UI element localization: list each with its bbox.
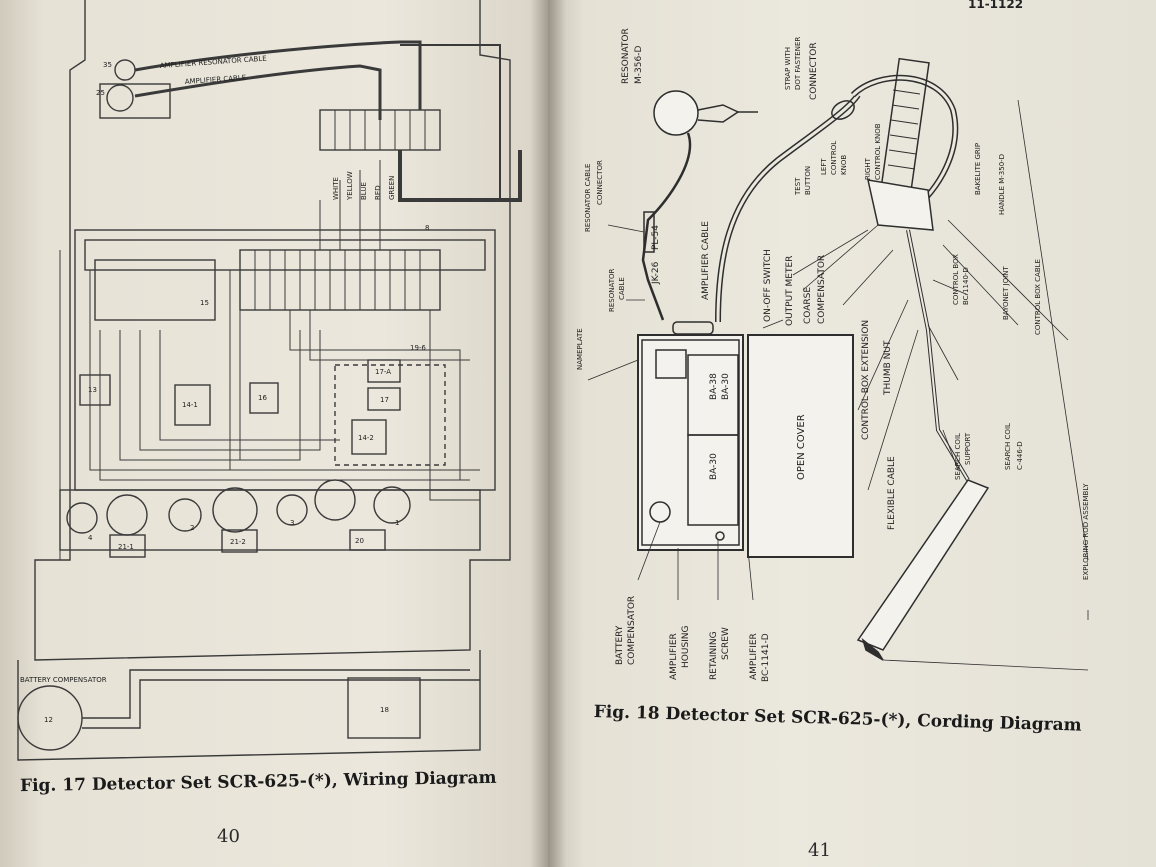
- label-resonator: RESONATOR: [621, 28, 631, 84]
- cording-diagram: RESONATOR M-356-D STRAP WITH DOT FASTENE…: [576, 28, 1090, 682]
- label-connector: CONNECTOR: [809, 42, 819, 100]
- label-ba30-b: BA-30: [709, 453, 719, 480]
- label-white: WHITE: [332, 177, 340, 200]
- label-red: RED: [374, 185, 382, 200]
- label-bakelite-grip: BAKELITE GRIP: [974, 143, 982, 195]
- label-strap-2: DOT FASTENER: [794, 37, 802, 90]
- label-21-1: 21-1: [118, 543, 134, 551]
- label-16: 16: [258, 394, 267, 402]
- label-resonator-cable-2: CABLE: [618, 277, 626, 300]
- label-coarse: COARSE: [803, 287, 813, 324]
- label-right-control-knob: RIGHT: [864, 157, 872, 180]
- label-conn-25: 25: [96, 89, 105, 97]
- label-amplifier-id-2: BC-1141-D: [761, 633, 771, 682]
- label-amplifier-cable: AMPLIFIER CABLE: [701, 221, 711, 300]
- label-pl54: PL-54: [651, 225, 661, 250]
- label-amplifier-housing: AMPLIFIER: [669, 633, 679, 680]
- label-13: 13: [88, 386, 97, 394]
- label-ba38: BA-38: [709, 373, 719, 400]
- label-amplifier-housing-2: HOUSING: [681, 625, 691, 668]
- label-test-button: TEST: [794, 177, 802, 196]
- label-resonator-cable: RESONATOR: [608, 268, 616, 312]
- label-battery-compensator: BATTERY: [615, 625, 625, 665]
- label-bayonet-joint: BAYONET JOINT: [1002, 266, 1010, 320]
- header-number: 11-1122: [968, 0, 1024, 11]
- label-12: 12: [44, 716, 53, 724]
- label-retaining-screw: RETAINING: [709, 631, 719, 680]
- label-strap: STRAP WITH: [784, 47, 792, 90]
- label-resonator-id: M-356-D: [634, 46, 644, 84]
- label-battery-compensator-2: COMPENSATOR: [627, 596, 637, 665]
- label-left-control-knob-3: KNOB: [840, 155, 848, 175]
- page-number-left: 40: [217, 826, 240, 847]
- label-t2: 2: [190, 524, 194, 532]
- label-blue: BLUE: [360, 182, 368, 200]
- label-output-meter: OUTPUT METER: [785, 256, 795, 326]
- label-compensator: COMPENSATOR: [817, 255, 827, 324]
- label-left-control-knob: LEFT: [820, 158, 828, 175]
- label-search-coil-support: SEARCH COIL: [954, 433, 962, 480]
- label-open-cover: OPEN COVER: [796, 414, 807, 480]
- label-14-1: 14-1: [182, 401, 198, 409]
- label-green: GREEN: [388, 176, 396, 200]
- label-control-box-id: BC-1140-D: [962, 267, 970, 305]
- label-thumb-nut: THUMB NUT: [883, 340, 893, 396]
- label-jk26: JK-26: [651, 261, 661, 285]
- label-8: 8: [425, 224, 429, 232]
- label-yellow: YELLOW: [346, 171, 354, 201]
- label-t4: 4: [88, 534, 93, 542]
- label-handle: HANDLE M-350-D: [998, 154, 1006, 215]
- label-right-control-knob-2: CONTROL KNOB: [874, 123, 882, 180]
- wiring-diagram: 35 25 AMPLIFIER RESONATOR CABLE AMPLIFIE…: [17, 0, 522, 761]
- label-control-box: CONTROL BOX: [952, 254, 960, 305]
- label-flexible-cable: FLEXIBLE CABLE: [887, 456, 897, 530]
- label-17: 17: [380, 396, 389, 404]
- right-page: 11-1122: [548, 0, 1156, 867]
- label-control-box-cable: CONTROL BOX CABLE: [1034, 259, 1042, 335]
- label-conn-35: 35: [103, 61, 112, 69]
- label-ba30-a: BA-30: [721, 373, 731, 400]
- label-control-box-extension: CONTROL BOX EXTENSION: [861, 320, 871, 440]
- label-18: 18: [380, 706, 389, 714]
- label-21-2: 21-2: [230, 538, 246, 546]
- label-19-6: 19-6: [410, 344, 426, 352]
- label-test-button-2: BUTTON: [804, 166, 812, 195]
- label-15: 15: [200, 299, 209, 307]
- label-resonator-cable-connector-2: CONNECTOR: [596, 160, 604, 205]
- label-nameplate: NAMEPLATE: [576, 328, 584, 370]
- label-on-off-switch: ON-OFF SWITCH: [763, 249, 773, 322]
- label-search-coil-id: C-446-D: [1016, 441, 1024, 470]
- label-17-a: 17-A: [375, 368, 391, 376]
- label-left-control-knob-2: CONTROL: [830, 141, 838, 175]
- label-t1: 1: [395, 519, 399, 527]
- label-search-coil: SEARCH COIL: [1004, 423, 1012, 470]
- label-14-2: 14-2: [358, 434, 374, 442]
- label-amplifier-id: AMPLIFIER: [749, 633, 759, 680]
- label-exploring-rod: EXPLORING ROD ASSEMBLY: [1082, 483, 1090, 580]
- page-number-right: 41: [808, 840, 831, 861]
- label-resonator-cable-connector: RESONATOR CABLE: [584, 164, 592, 232]
- label-t3: 3: [290, 519, 294, 527]
- label-search-coil-support-2: SUPPORT: [964, 432, 972, 465]
- label-20: 20: [355, 537, 364, 545]
- left-page: 35 25 AMPLIFIER RESONATOR CABLE AMPLIFIE…: [0, 0, 548, 867]
- label-battery-compensator: BATTERY COMPENSATOR: [20, 676, 107, 684]
- label-retaining-screw-2: SCREW: [721, 627, 731, 660]
